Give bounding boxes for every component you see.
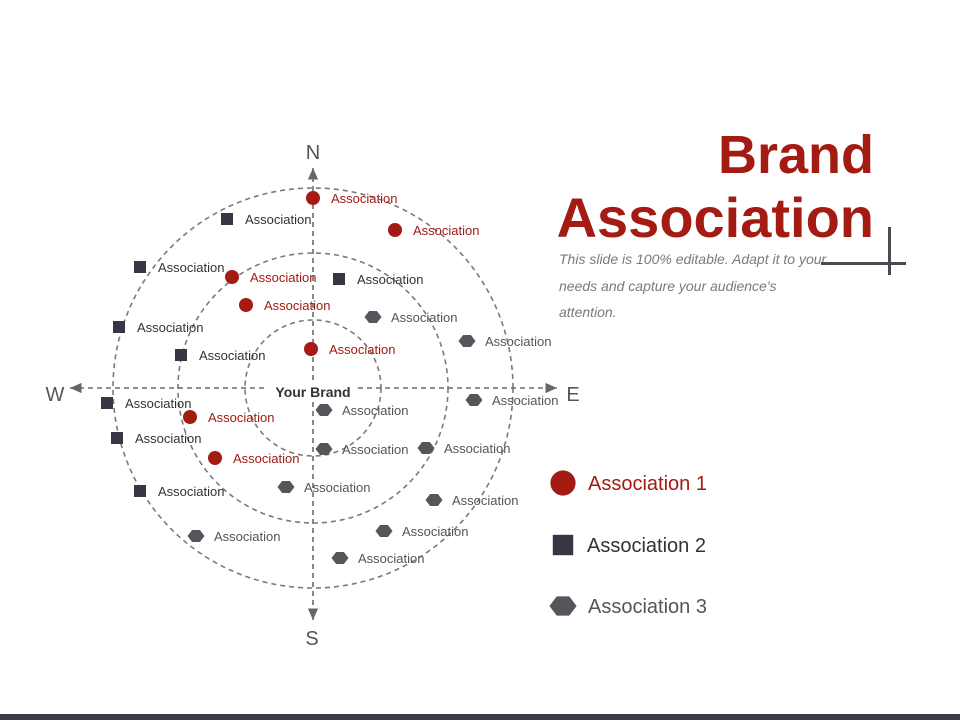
association-3-marker	[425, 494, 443, 506]
association-label: Association	[452, 493, 518, 508]
association-3-marker	[364, 311, 382, 323]
association-2-marker	[175, 349, 187, 361]
association-label: Association	[208, 410, 274, 425]
association-label: Association	[199, 348, 265, 363]
compass-east-label: E	[566, 384, 579, 406]
legend-association-2-marker	[552, 534, 574, 556]
association-2-marker	[333, 273, 345, 285]
association-2-marker	[113, 321, 125, 333]
association-label: Association	[250, 270, 316, 285]
association-label: Association	[125, 396, 191, 411]
association-2-marker	[111, 432, 123, 444]
legend-markers	[549, 470, 577, 616]
association-label: Association	[391, 310, 457, 325]
slide-description: This slide is 100% editable. Adapt it to…	[559, 251, 827, 320]
legend-label-association-2: Association 2	[587, 535, 706, 557]
association-2-marker	[134, 261, 146, 273]
association-label: Association	[492, 393, 558, 408]
association-3-marker	[458, 335, 476, 347]
association-label: Association	[413, 223, 479, 238]
association-label: Association	[331, 191, 397, 206]
association-label: Association	[444, 441, 510, 456]
association-1-marker	[239, 298, 253, 312]
legend-label-association-1: Association 1	[588, 473, 707, 495]
association-1-marker	[183, 410, 197, 424]
association-label: Association	[485, 334, 551, 349]
diagram-markers	[101, 191, 483, 564]
diagram-guides	[70, 168, 557, 620]
association-label: Association	[357, 272, 423, 287]
association-label: Association	[358, 551, 424, 566]
compass-north-label: N	[306, 142, 320, 164]
association-label: Association	[158, 260, 224, 275]
association-1-marker	[225, 270, 239, 284]
association-label: Association	[245, 212, 311, 227]
association-label: Association	[214, 529, 280, 544]
association-label: Association	[304, 480, 370, 495]
association-label: Association	[342, 442, 408, 457]
association-3-marker	[315, 443, 333, 455]
association-label: Association	[137, 320, 203, 335]
association-3-marker	[375, 525, 393, 537]
association-2-marker	[221, 213, 233, 225]
corner-bracket-horizontal	[821, 262, 906, 265]
diagram-labels: AssociationAssociationAssociationAssocia…	[125, 191, 558, 566]
association-3-marker	[331, 552, 349, 564]
association-1-marker	[208, 451, 222, 465]
page-title-line-2: Association	[556, 186, 874, 249]
association-1-marker	[306, 191, 320, 205]
corner-bracket-vertical	[888, 227, 891, 275]
association-label: Association	[233, 451, 299, 466]
association-label: Association	[342, 403, 408, 418]
association-3-marker	[417, 442, 435, 454]
compass-west-label: W	[46, 384, 65, 406]
legend-association-3-marker	[549, 596, 577, 616]
association-2-marker	[101, 397, 113, 409]
association-3-marker	[465, 394, 483, 406]
legend-label-association-3: Association 3	[588, 596, 707, 618]
page-title-line-1: Brand	[717, 125, 874, 185]
association-3-marker	[315, 404, 333, 416]
compass-south-label: S	[305, 628, 318, 650]
association-1-marker	[388, 223, 402, 237]
association-3-marker	[187, 530, 205, 542]
center-label-backdrop	[268, 381, 358, 401]
association-1-marker	[304, 342, 318, 356]
legend-association-1-marker	[550, 470, 576, 496]
association-3-marker	[277, 481, 295, 493]
center-brand-label: Your Brand	[275, 384, 350, 400]
association-label: Association	[402, 524, 468, 539]
association-label: Association	[329, 342, 395, 357]
footer-bar	[0, 714, 960, 720]
association-label: Association	[158, 484, 224, 499]
association-label: Association	[135, 431, 201, 446]
association-label: Association	[264, 298, 330, 313]
association-2-marker	[134, 485, 146, 497]
